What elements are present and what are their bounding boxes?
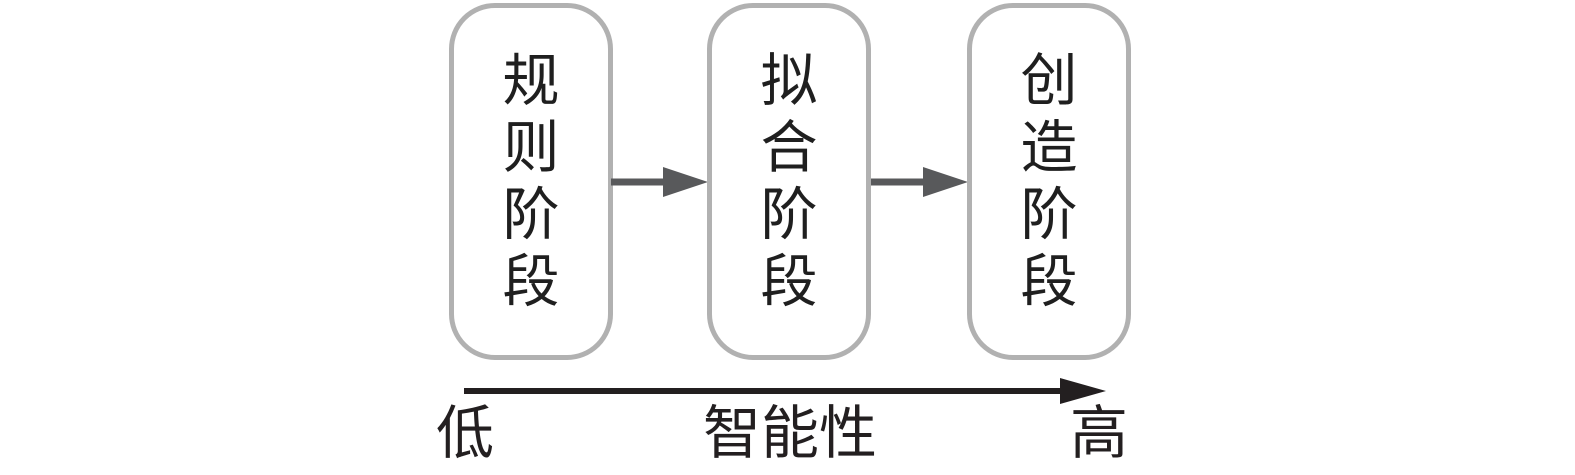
intelligence-axis-arrow-icon (464, 378, 1106, 404)
axis-label-low: 低 (436, 401, 495, 466)
stage-label-creation: 创 造 阶 段 (1020, 49, 1078, 314)
arrow-head (663, 167, 708, 197)
arrow-right-icon (871, 167, 968, 197)
stage-box-creation: 创 造 阶 段 (967, 3, 1131, 360)
axis-label-high: 高 (1070, 401, 1129, 466)
arrow-head (923, 167, 968, 197)
stage-label-fitting: 拟 合 阶 段 (760, 49, 818, 314)
axis-arrow-head (1060, 378, 1106, 404)
stage-label-rule: 规 则 阶 段 (502, 49, 560, 314)
arrow-right-icon (611, 167, 708, 197)
stage-box-fitting: 拟 合 阶 段 (707, 3, 871, 360)
axis-title: 智能性 (703, 401, 878, 466)
stage-box-rule: 规 则 阶 段 (449, 3, 613, 360)
